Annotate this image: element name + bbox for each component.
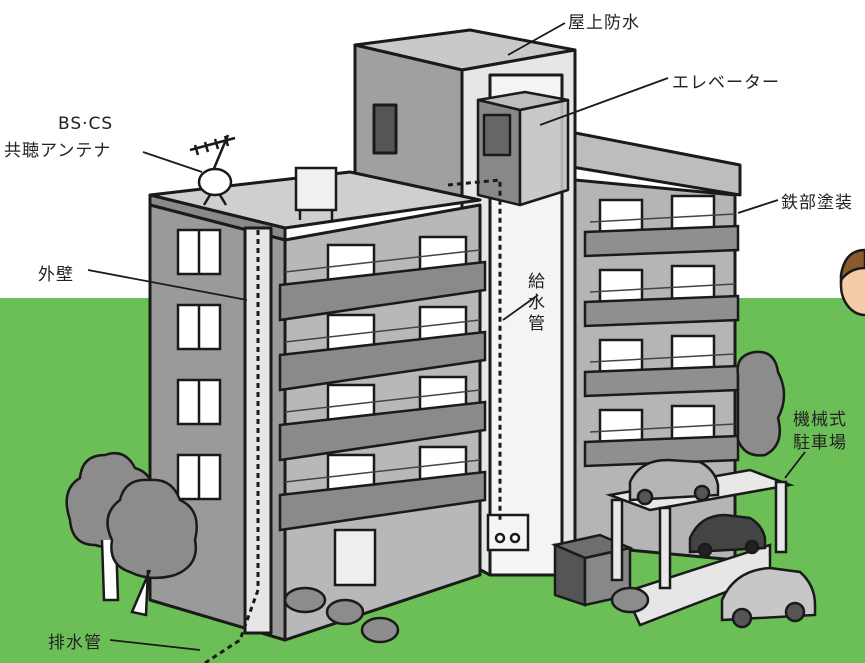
side-wall-windows — [176, 228, 222, 501]
label-mechanical-parking-line1: 機械式 — [793, 410, 847, 430]
meter-box — [486, 513, 530, 552]
label-water-supply-pipe-3: 管 — [528, 314, 545, 334]
shrubs — [283, 586, 650, 644]
label-bs-cs-line2: 共聴アンテナ — [4, 141, 112, 161]
label-water-supply-pipe-2: 水 — [528, 293, 545, 313]
parked-car-lower — [688, 513, 767, 558]
car-front — [720, 566, 817, 629]
label-drain-pipe: 排水管 — [48, 633, 102, 653]
person-illustration — [839, 248, 865, 317]
label-water-supply-pipe-1: 給 — [528, 272, 545, 292]
label-elevator: エレベーター — [672, 73, 780, 93]
drain-pipe — [204, 230, 260, 663]
label-water-supply-pipe: 給 水 管 — [528, 272, 545, 335]
label-mechanical-parking-line2: 駐車場 — [793, 433, 847, 453]
parked-car-upper — [628, 458, 720, 506]
antenna — [189, 134, 236, 206]
tree-right — [736, 350, 786, 457]
label-exterior-wall: 外壁 — [38, 265, 74, 285]
right-wing-balconies — [583, 224, 740, 468]
tree-left-front — [106, 478, 198, 617]
balcony-railings — [284, 213, 736, 483]
front-balconies — [278, 260, 487, 532]
leader-lines — [87, 22, 806, 651]
elevator-cab — [476, 90, 570, 207]
label-roof-waterproofing: 屋上防水 — [568, 13, 640, 33]
label-bs-cs-line1: BS·CS — [58, 114, 114, 134]
water-tank — [294, 166, 338, 220]
label-steel-painting: 鉄部塗装 — [781, 193, 853, 213]
